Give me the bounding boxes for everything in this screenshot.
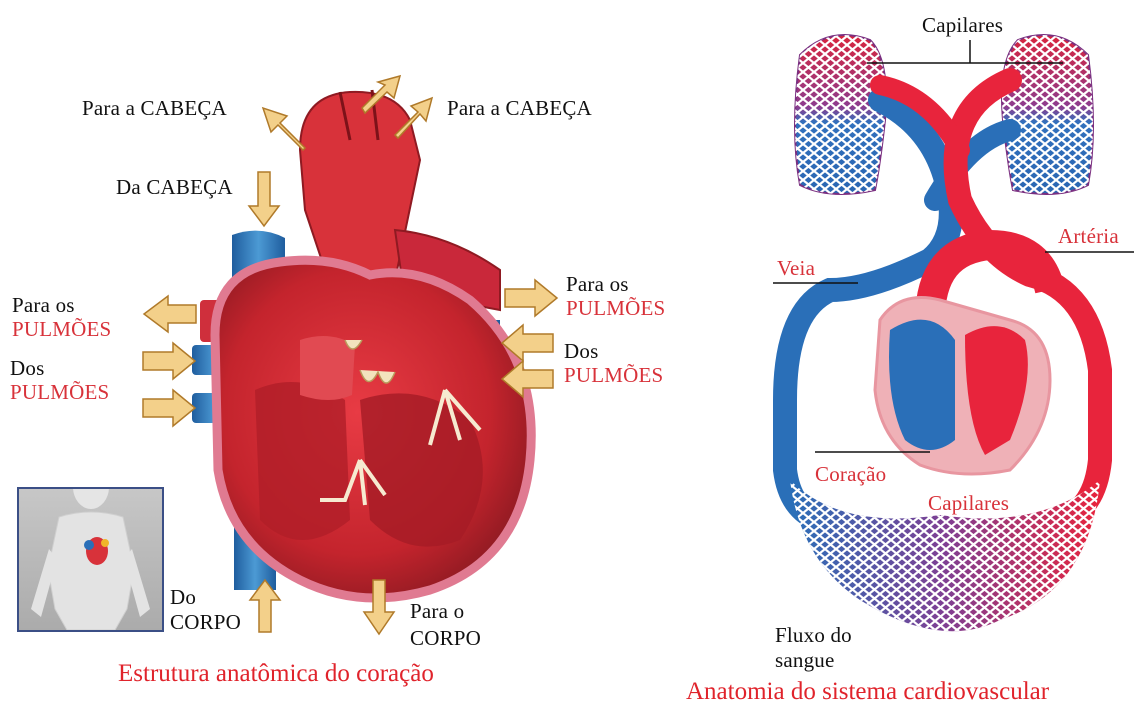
body-outline-icon <box>19 489 162 630</box>
label-from-lungs-right-line2: PULMÕES <box>564 364 663 386</box>
arrow-from-lungs-left-2 <box>143 390 195 426</box>
label-to-lungs-left-line2: PULMÕES <box>12 318 111 340</box>
arrow-from-head <box>249 172 279 226</box>
heart-illustration <box>143 76 557 634</box>
label-from-body-line2: CORPO <box>170 611 241 633</box>
label-from-lungs-left-line2: PULMÕES <box>10 381 109 403</box>
lung-right-capillaries <box>1002 35 1093 194</box>
left-ventricle <box>360 393 483 546</box>
label-vein: Veia <box>777 257 815 279</box>
label-blood-flow-line1: Fluxo do <box>775 624 852 646</box>
label-from-body-line1: Do <box>170 586 196 608</box>
label-capillaries-top: Capilares <box>922 14 1003 36</box>
body-inset <box>17 487 164 632</box>
label-heart: Coração <box>815 463 886 485</box>
label-from-head: Da CABEÇA <box>116 176 233 198</box>
right-ventricle <box>255 382 350 540</box>
lung-left-capillaries <box>795 35 886 194</box>
heart-caption: Estrutura anatômica do coração <box>118 660 434 688</box>
label-to-body-line1: Para o <box>410 600 464 622</box>
label-from-lungs-left-line1: Dos <box>10 357 44 379</box>
label-to-head-left: Para a CABEÇA <box>82 97 227 119</box>
label-to-lungs-right-line1: Para os <box>566 273 629 295</box>
arrow-to-head-left <box>263 108 305 150</box>
arrow-from-lungs-left-1 <box>143 343 195 379</box>
arrow-to-lungs-right <box>505 280 557 316</box>
right-atrium <box>300 336 355 400</box>
label-to-head-right: Para a CABEÇA <box>447 97 592 119</box>
label-capillaries-bottom: Capilares <box>928 492 1009 514</box>
arrow-to-lungs-left <box>144 296 196 332</box>
label-to-body-line2: CORPO <box>410 627 481 649</box>
label-to-lungs-right-line2: PULMÕES <box>566 297 665 319</box>
label-from-lungs-right-line1: Dos <box>564 340 598 362</box>
label-to-lungs-left-line1: Para os <box>12 294 75 316</box>
label-artery: Artéria <box>1058 225 1119 247</box>
circulation-illustration <box>773 35 1134 631</box>
label-blood-flow-line2: sangue <box>775 649 835 671</box>
circulation-caption: Anatomia do sistema cardiovascular <box>686 678 1049 706</box>
